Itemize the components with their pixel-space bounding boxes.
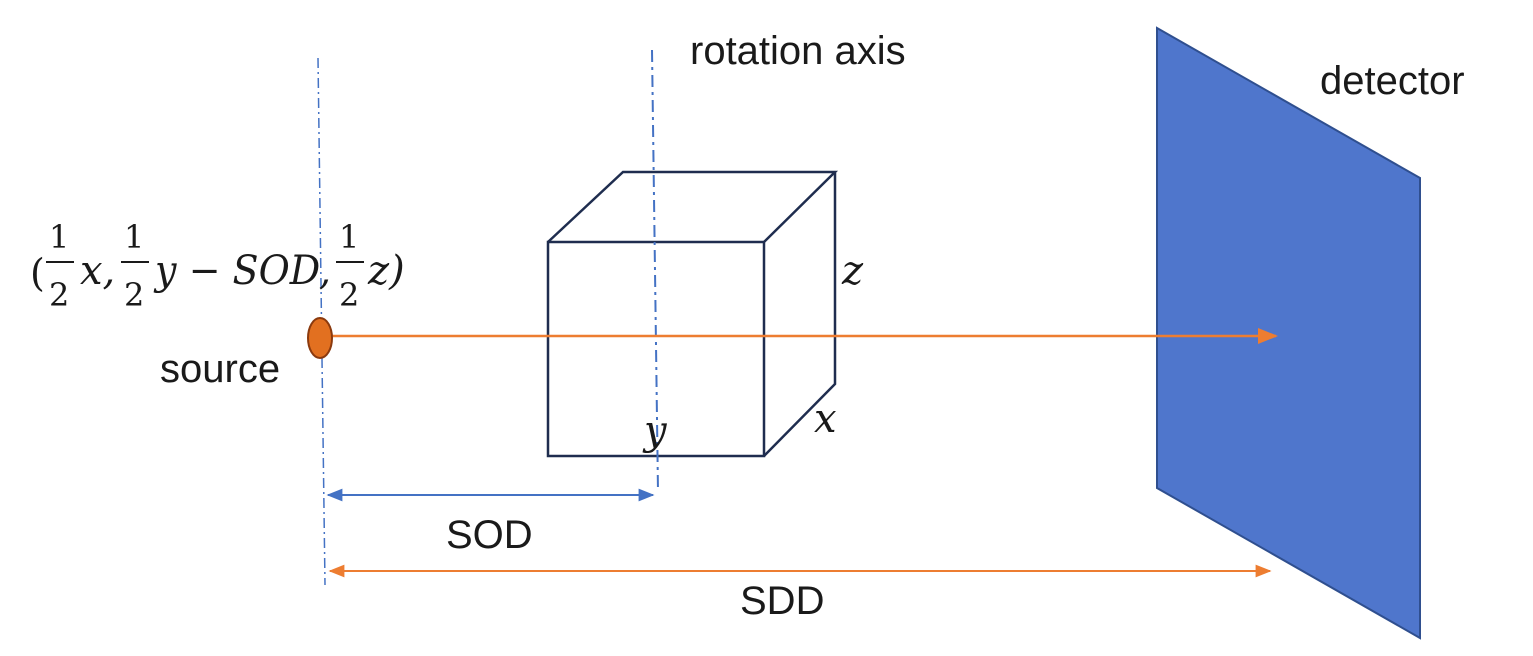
cube [546, 170, 839, 458]
cube-front-face [546, 240, 766, 458]
rotation-axis-line [651, 49, 659, 493]
detector-label: detector [1320, 59, 1465, 103]
coord-frac3-num: 1 [339, 218, 359, 256]
cube-y-label: y [642, 408, 668, 454]
source-coordinate: ( 1 2 x, 1 2 y − SOD, 1 2 z) [30, 218, 405, 314]
cube-x-label: x [814, 396, 837, 442]
coord-frac2-den: 2 [124, 276, 144, 314]
cube-top-face [547, 170, 839, 243]
coord-term1: x, [80, 248, 115, 294]
coord-frac1-num: 1 [49, 218, 69, 256]
detector-panel [1156, 26, 1421, 640]
coord-term3: z) [367, 248, 405, 294]
coord-term2: y − SOD, [153, 248, 331, 294]
source-point [307, 317, 333, 359]
coord-frac1-den: 2 [49, 276, 69, 314]
coord-frac3-den: 2 [339, 276, 359, 314]
cube-right-face [763, 172, 837, 457]
coord-open-paren: ( [30, 251, 45, 295]
source-label: source [160, 347, 280, 391]
sdd-label: SDD [740, 579, 824, 623]
cube-z-label: z [841, 248, 864, 294]
rotation-axis-label: rotation axis [690, 29, 906, 73]
sod-label: SOD [446, 513, 533, 557]
coord-frac2-num: 1 [124, 218, 144, 256]
